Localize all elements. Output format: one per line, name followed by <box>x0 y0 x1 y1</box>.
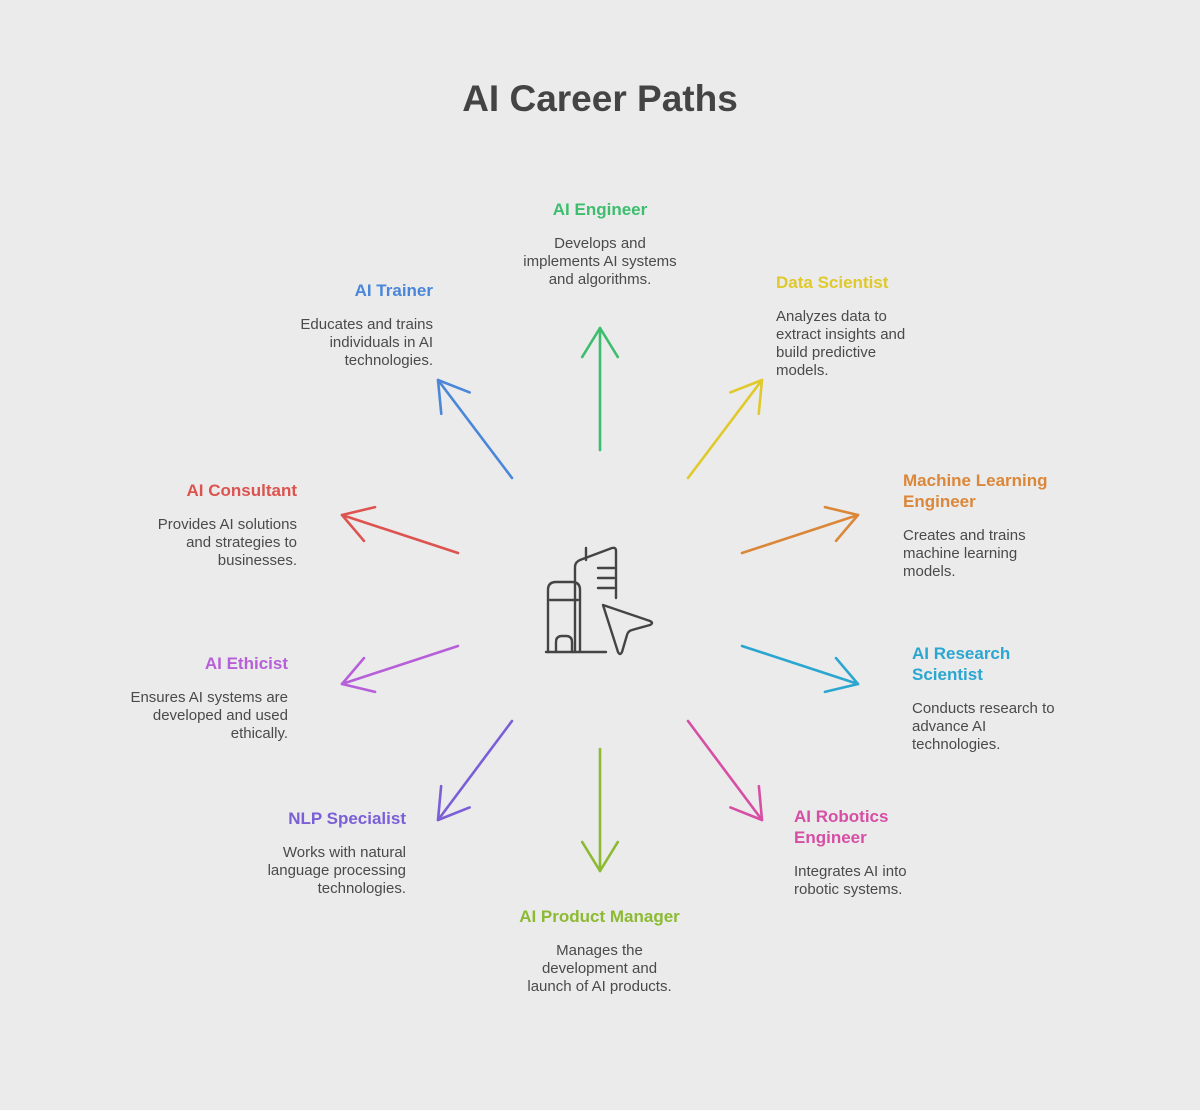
node-label: AI Product Manager <box>519 907 680 926</box>
arrowhead-ai-trainer <box>436 378 471 416</box>
arrow-machine-learning-engineer <box>740 513 860 555</box>
node-ai-engineer: AI Engineer Develops and implements AI s… <box>520 199 680 289</box>
node-label: Machine Learning Engineer <box>903 471 1048 511</box>
node-label: AI Research Scientist <box>912 644 1011 684</box>
node-ai-consultant: AI Consultant Provides AI solutions and … <box>137 480 297 570</box>
node-ai-ethicist: AI Ethicist Ensures AI systems are devel… <box>118 653 288 743</box>
node-description: Manages the development and launch of AI… <box>527 942 672 995</box>
node-description: Develops and implements AI systems and a… <box>523 235 677 288</box>
node-data-scientist: Data Scientist Analyzes data to extract … <box>776 272 916 380</box>
arrowhead-nlp-specialist <box>436 784 471 822</box>
node-ai-trainer: AI Trainer Educates and trains individua… <box>283 280 433 370</box>
node-description: Conducts research to advance AI technolo… <box>912 700 1055 753</box>
node-label: Data Scientist <box>776 273 889 292</box>
arrowhead-ai-engineer <box>580 326 620 359</box>
arrowhead-machine-learning-engineer <box>823 505 860 543</box>
arrow-ai-research-scientist <box>740 644 860 686</box>
arrow-nlp-specialist <box>436 719 514 822</box>
node-description: Creates and trains machine learning mode… <box>903 527 1026 580</box>
node-label: NLP Specialist <box>288 809 406 828</box>
arrow-ai-robotics-engineer <box>686 719 764 822</box>
city-with-cursor-icon <box>544 546 654 656</box>
arrowhead-ai-consultant <box>340 505 377 543</box>
node-ai-product-manager: AI Product Manager Manages the developme… <box>518 906 681 996</box>
node-label: AI Consultant <box>186 481 298 500</box>
node-label: AI Ethicist <box>204 654 288 673</box>
arrowhead-ai-ethicist <box>340 656 377 694</box>
node-label: AI Trainer <box>354 281 433 300</box>
diagram-title: AI Career Paths <box>462 78 738 119</box>
node-label: AI Robotics Engineer <box>794 807 889 847</box>
arrowhead-ai-research-scientist <box>823 656 860 694</box>
arrowhead-ai-product-manager <box>580 840 620 873</box>
node-description: Analyzes data to extract insights and bu… <box>776 308 906 379</box>
node-description: Works with natural language processing t… <box>267 844 406 897</box>
node-description: Educates and trains individuals in AI te… <box>300 316 433 369</box>
arrow-data-scientist <box>686 378 764 480</box>
arrow-ai-consultant <box>340 513 460 555</box>
node-description: Provides AI solutions and strategies to … <box>157 516 297 569</box>
node-description: Ensures AI systems are developed and use… <box>130 689 288 742</box>
arrow-ai-ethicist <box>340 644 460 686</box>
node-nlp-specialist: NLP Specialist Works with natural langua… <box>256 808 406 898</box>
arrow-ai-trainer <box>436 378 514 480</box>
node-label: AI Engineer <box>552 200 648 219</box>
node-ai-research-scientist: AI Research Scientist Conducts research … <box>912 643 1062 754</box>
arrowhead-data-scientist <box>729 378 764 416</box>
arrowhead-ai-robotics-engineer <box>729 784 764 822</box>
node-machine-learning-engineer: Machine Learning Engineer Creates and tr… <box>903 470 1053 581</box>
node-description: Integrates AI into robotic systems. <box>794 863 907 898</box>
node-ai-robotics-engineer: AI Robotics Engineer Integrates AI into … <box>794 806 919 899</box>
arrows-group <box>340 326 860 873</box>
